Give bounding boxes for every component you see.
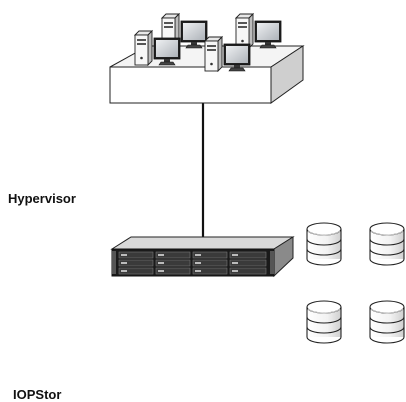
database-icon <box>369 300 405 344</box>
hypervisor-label: Hypervisor <box>8 191 76 206</box>
database-icon <box>369 222 405 266</box>
database-icon <box>306 300 342 344</box>
storage-server-icon <box>110 236 295 278</box>
workstations-icon <box>109 13 305 104</box>
database-icon <box>306 222 342 266</box>
iopstor-label: IOPStor <box>13 387 62 402</box>
